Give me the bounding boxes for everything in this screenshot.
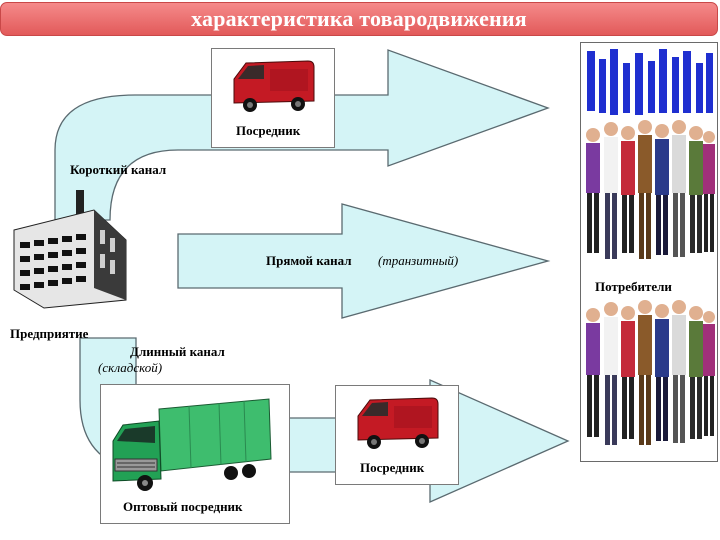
people-crowd-icon (583, 45, 715, 259)
intermediary-top-label: Посредник (236, 123, 301, 138)
van-icon (357, 397, 439, 449)
long-channel-note: (складской) (98, 360, 163, 375)
intermediary-bottom-label: Посредник (360, 460, 425, 475)
direct-channel-label: Прямой канал (266, 253, 352, 268)
short-channel-label: Короткий канал (70, 162, 167, 177)
consumers-panel: Потребители (580, 42, 718, 462)
intermediary-bottom-box: Посредник (335, 385, 459, 485)
truck-icon (112, 398, 272, 491)
intermediary-top-box: Посредник (211, 48, 335, 148)
direct-channel-arrow (177, 203, 551, 319)
title-banner: характеристика товародвижения (0, 2, 718, 36)
van-icon (233, 60, 315, 112)
long-channel-label: Длинный канал (130, 344, 225, 359)
people-crowd-icon (586, 300, 715, 445)
wholesale-box: Оптовый посредник (100, 384, 290, 524)
factory-icon (13, 190, 127, 309)
consumers-label: Потребители (595, 279, 672, 294)
page-title: характеристика товародвижения (191, 6, 527, 31)
wholesale-label: Оптовый посредник (123, 499, 243, 514)
enterprise-label: Предприятие (10, 326, 89, 341)
direct-channel-note: (транзитный) (378, 253, 459, 268)
